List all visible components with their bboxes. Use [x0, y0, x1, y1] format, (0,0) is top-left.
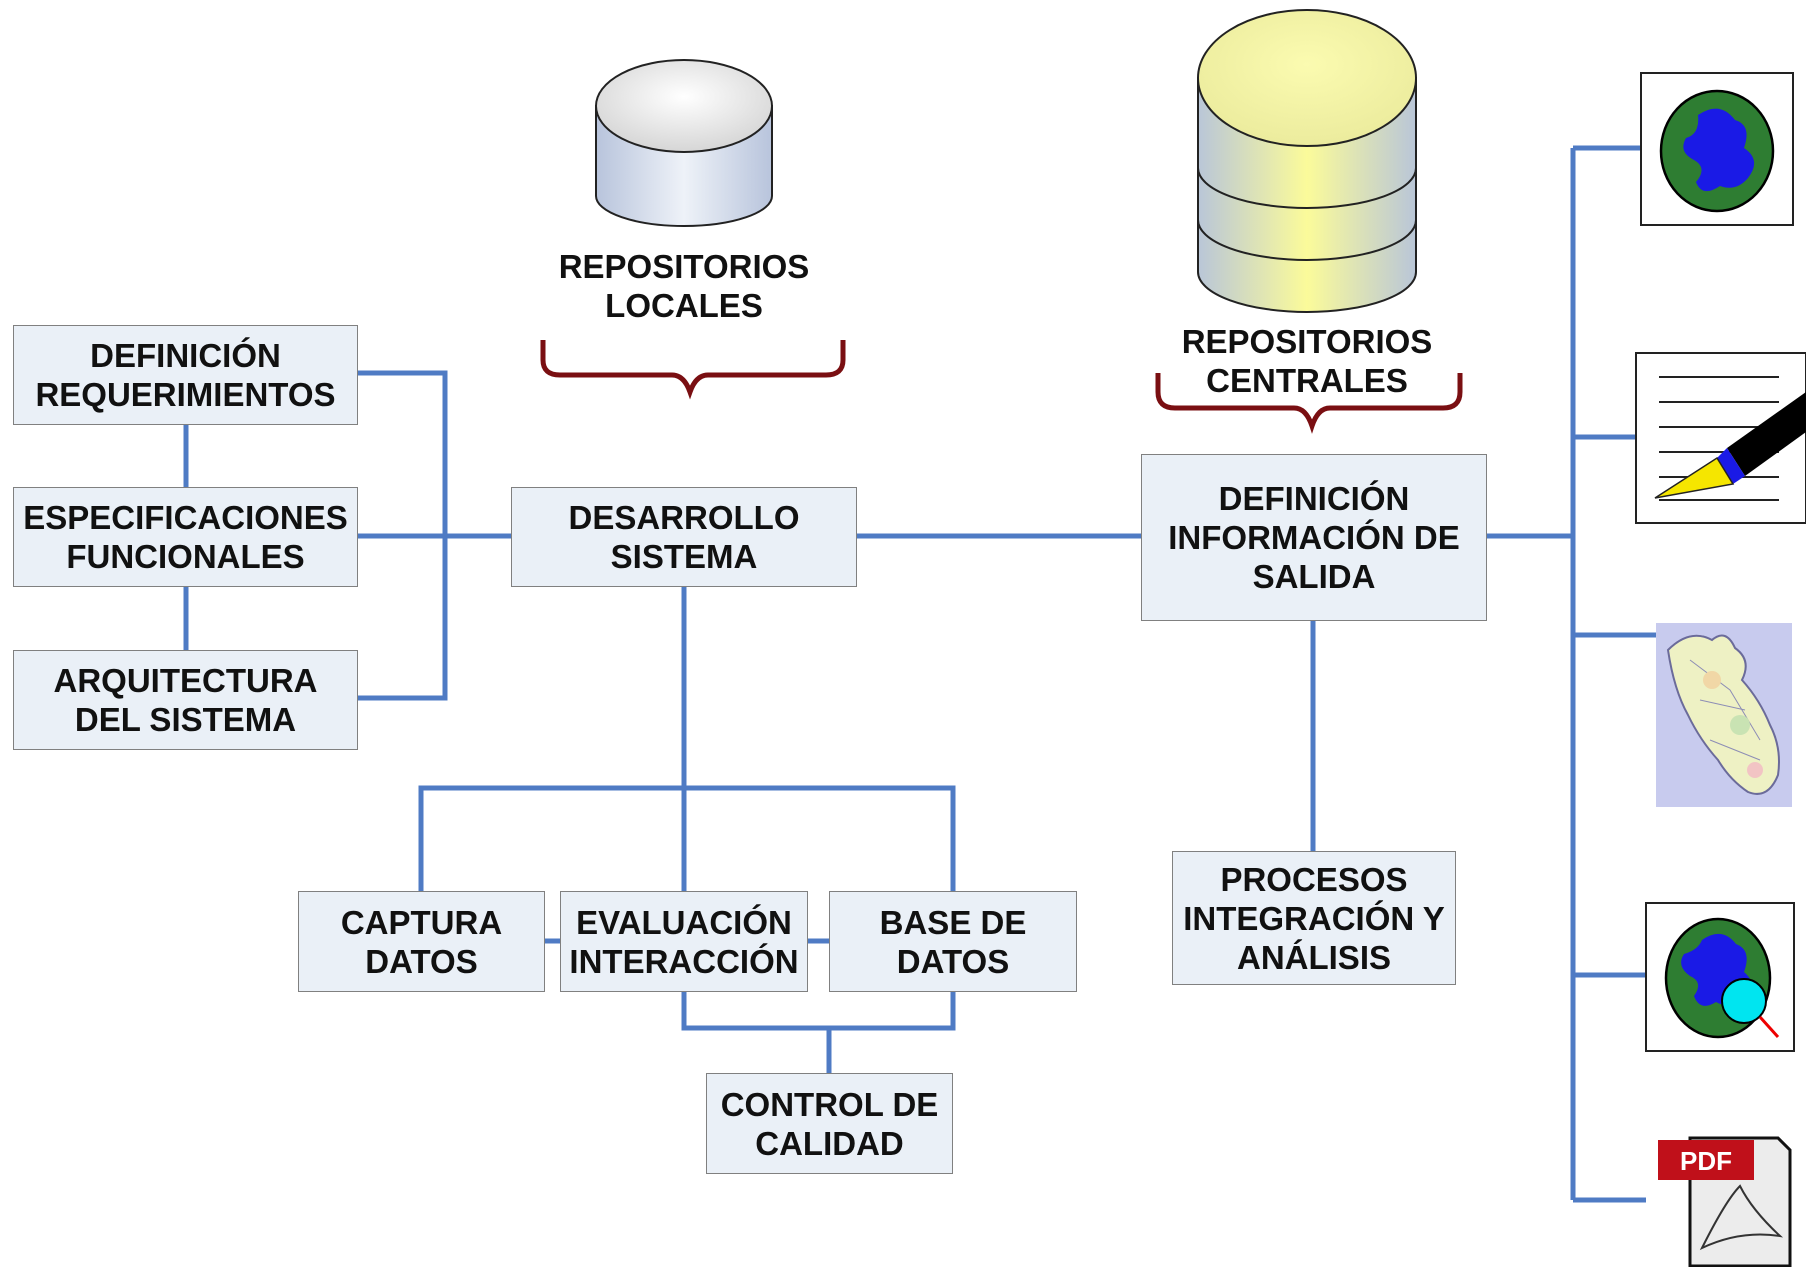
- arquitectura-sistema-box[interactable]: ARQUITECTURA DEL SISTEMA: [13, 650, 358, 750]
- connectors: [183, 145, 1656, 1203]
- evaluacion-interaccion-box[interactable]: EVALUACIÓN INTERACCIÓN: [560, 891, 808, 992]
- central-repository-icon: [1197, 9, 1417, 313]
- captura-datos-box[interactable]: CAPTURA DATOS: [298, 891, 545, 992]
- definicion-requerimientos-box[interactable]: DEFINICIÓN REQUERIMIENTOS: [13, 325, 358, 425]
- control-de-calidad-box[interactable]: CONTROL DE CALIDAD: [706, 1073, 953, 1174]
- pdf-icon: PDF: [1658, 1136, 1792, 1267]
- globe-icon: [1640, 72, 1794, 226]
- local-repository-icon: [595, 59, 773, 227]
- connector-sub-bar: [418, 785, 956, 893]
- central-repositories-label: REPOSITORIOS CENTRALES: [1181, 323, 1433, 399]
- central-repositories-brace: [1155, 373, 1463, 434]
- document-pen-icon: [1635, 352, 1806, 524]
- especificaciones-funcionales-box[interactable]: ESPECIFICACIONES FUNCIONALES: [13, 487, 358, 587]
- peru-map-icon: [1656, 623, 1792, 807]
- globe-search-icon: [1645, 902, 1795, 1052]
- definicion-informacion-salida-box[interactable]: DEFINICIÓN INFORMACIÓN DE SALIDA: [1141, 454, 1487, 621]
- desarrollo-sistema-box[interactable]: DESARROLLO SISTEMA: [511, 487, 857, 587]
- pdf-icon-label: PDF: [1680, 1146, 1732, 1176]
- local-repositories-label: REPOSITORIOS LOCALES: [558, 248, 810, 324]
- local-repositories-brace: [540, 340, 846, 400]
- connector-calidad-bracket: [681, 990, 956, 1031]
- procesos-integracion-analisis-box[interactable]: PROCESOS INTEGRACIÓN Y ANÁLISIS: [1172, 851, 1456, 985]
- base-de-datos-box[interactable]: BASE DE DATOS: [829, 891, 1077, 992]
